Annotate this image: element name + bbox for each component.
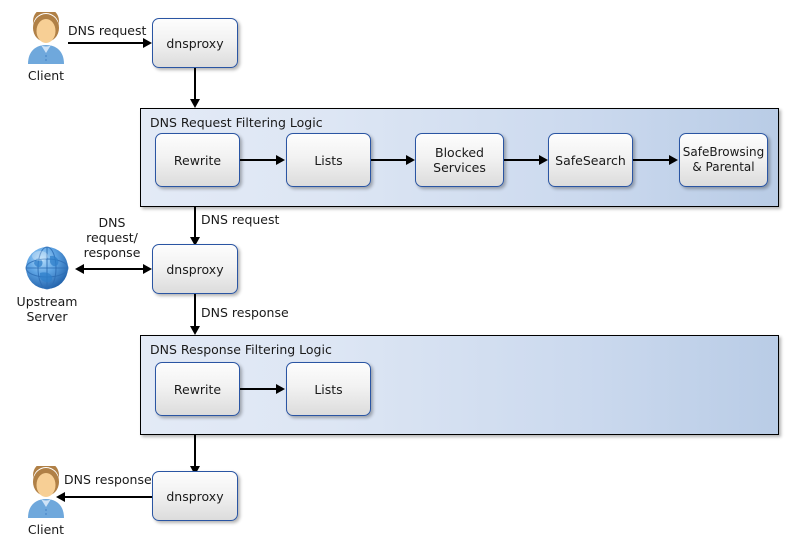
arrowhead-rewrite-to-lists-response bbox=[276, 384, 285, 394]
group-title-request-filtering: DNS Request Filtering Logic bbox=[150, 115, 323, 130]
user-avatar-icon bbox=[22, 12, 70, 64]
arrowhead-lists-to-blocked-services bbox=[406, 155, 415, 165]
edge-label-proxy-to-client: DNS response bbox=[64, 472, 152, 487]
arrowhead-proxy-to-response-filter bbox=[190, 326, 200, 335]
arrowhead-exchange-to-proxy bbox=[143, 264, 152, 274]
arrowhead-exchange-to-upstream bbox=[75, 264, 84, 274]
arrowhead-proxy-to-request-filter bbox=[190, 99, 200, 108]
edge-label-client-to-proxy: DNS request bbox=[68, 23, 147, 38]
group-response-filtering: DNS Response Filtering Logic bbox=[140, 335, 779, 435]
arrowhead-proxy-to-client bbox=[56, 492, 65, 502]
node-dnsproxy-top: dnsproxy bbox=[152, 18, 238, 68]
edge-label-proxy-to-response-filter: DNS response bbox=[201, 305, 289, 320]
connector-response-filter-to-proxy bbox=[194, 435, 196, 468]
stage-lists-request: Lists bbox=[286, 133, 371, 187]
arrowhead-client-to-proxy bbox=[143, 38, 152, 48]
actor-label-client-bottom: Client bbox=[27, 522, 65, 537]
connector-proxy-to-client bbox=[62, 496, 152, 498]
stage-safesearch: SafeSearch bbox=[548, 133, 633, 187]
connector-client-to-proxy bbox=[68, 42, 144, 44]
arrowhead-blocked-services-to-safesearch bbox=[539, 155, 548, 165]
stage-blocked-services: Blocked Services bbox=[415, 133, 504, 187]
stage-safebrowsing-parental: SafeBrowsing & Parental bbox=[679, 133, 768, 187]
connector-proxy-to-request-filter bbox=[194, 68, 196, 101]
connector-rewrite-to-lists-response bbox=[240, 388, 277, 390]
actor-label-upstream-server: Upstream Server bbox=[16, 294, 78, 324]
edge-label-upstream-exchange: DNS request/ response bbox=[83, 215, 141, 260]
globe-icon bbox=[22, 243, 72, 293]
stage-rewrite-response: Rewrite bbox=[155, 362, 240, 416]
stage-lists-response: Lists bbox=[286, 362, 371, 416]
node-dnsproxy-middle: dnsproxy bbox=[152, 244, 238, 294]
user-avatar-icon-bottom bbox=[22, 466, 70, 518]
connector-lists-to-blocked-services bbox=[371, 159, 408, 161]
actor-label-client-top: Client bbox=[27, 68, 65, 83]
connector-blocked-services-to-safesearch bbox=[504, 159, 541, 161]
arrowhead-safesearch-to-safebrowsing bbox=[669, 155, 678, 165]
connector-proxy-to-response-filter bbox=[194, 294, 196, 327]
connector-request-filter-to-proxy bbox=[194, 207, 196, 239]
arrowhead-rewrite-to-lists-request bbox=[276, 155, 285, 165]
group-title-response-filtering: DNS Response Filtering Logic bbox=[150, 342, 332, 357]
connector-upstream-exchange bbox=[81, 268, 145, 270]
edge-label-proxy-to-request-filter: DNS request bbox=[201, 212, 280, 227]
arrowhead-request-filter-to-proxy bbox=[190, 237, 200, 246]
stage-rewrite-request: Rewrite bbox=[155, 133, 240, 187]
node-dnsproxy-bottom: dnsproxy bbox=[152, 471, 238, 521]
connector-rewrite-to-lists-request bbox=[240, 159, 277, 161]
connector-safesearch-to-safebrowsing bbox=[633, 159, 671, 161]
arrowhead-response-filter-to-proxy bbox=[190, 466, 200, 475]
